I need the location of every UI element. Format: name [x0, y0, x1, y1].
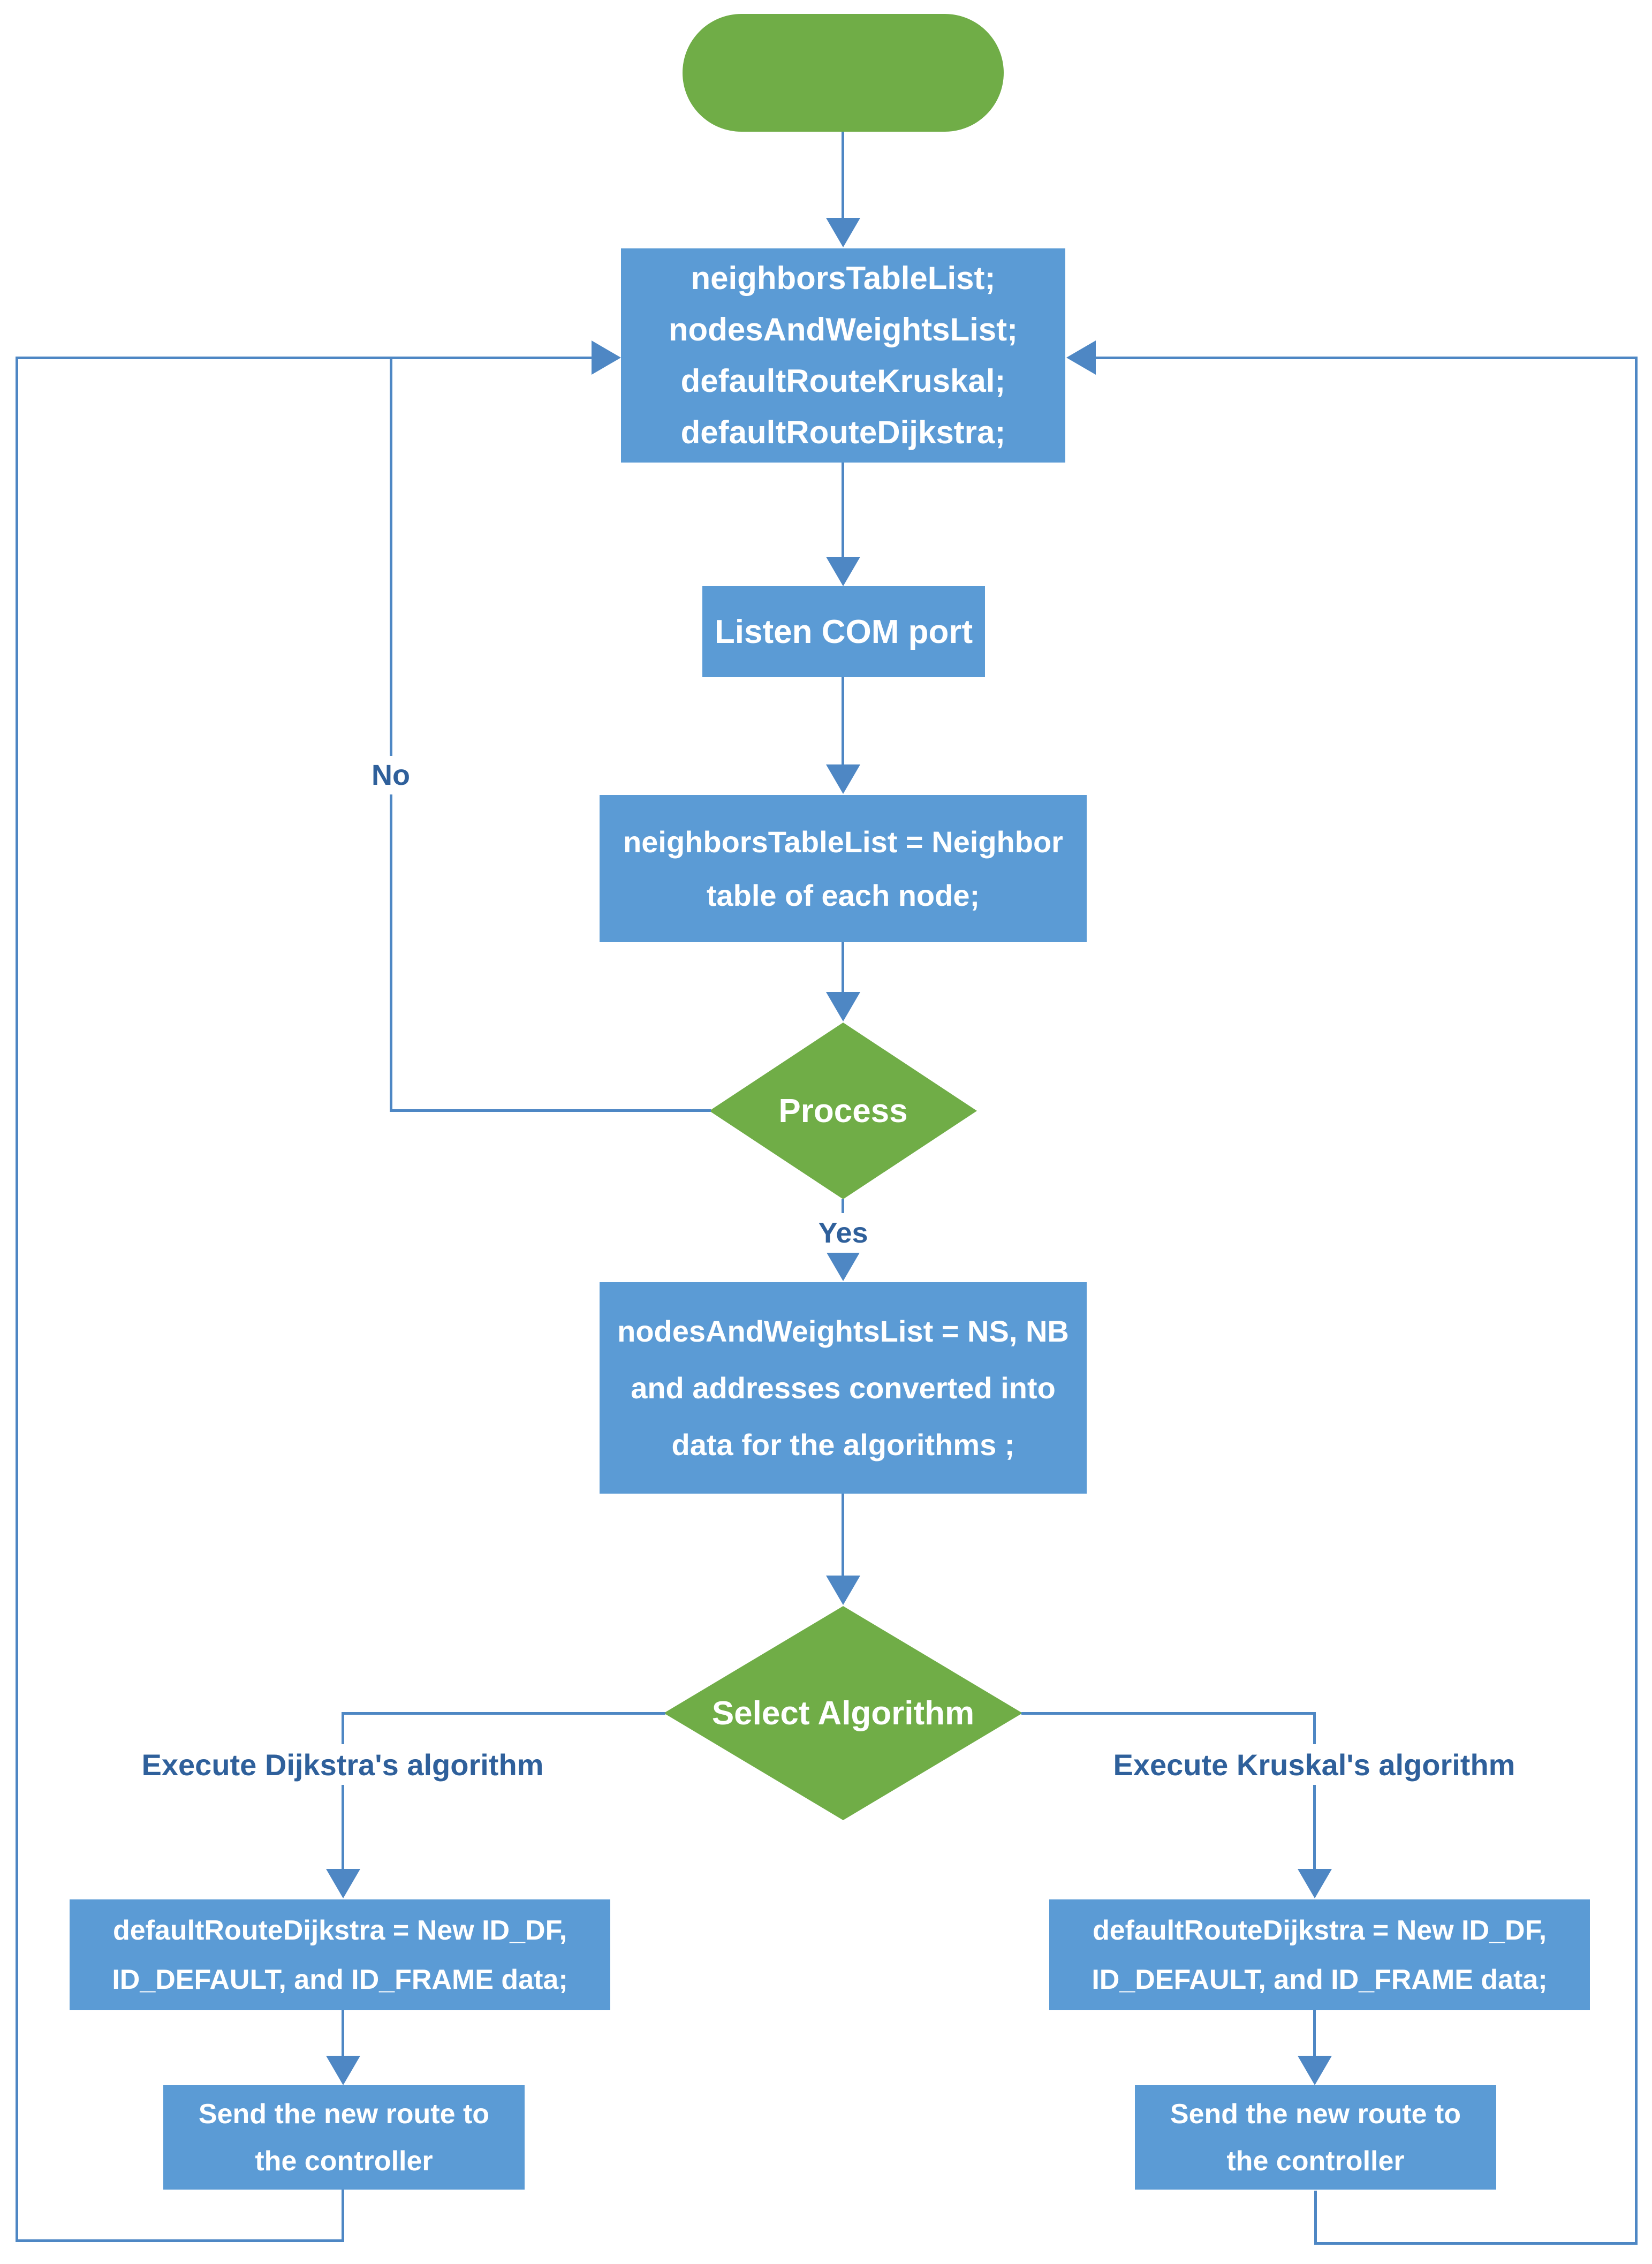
send-route-right-node: Send the new route to the controller — [1135, 2085, 1496, 2190]
kruskal-result-node: defaultRouteDijkstra = New ID_DF, ID_DEF… — [1049, 1899, 1590, 2010]
edge-listen-to-neighbors — [842, 677, 844, 767]
edge-select-left-horizontal — [342, 1712, 665, 1715]
edge-feedback-right-bottom — [1314, 2242, 1638, 2245]
arrowhead-feedback-left-into-init — [592, 340, 621, 375]
edge-feedback-right-vertical — [1635, 357, 1638, 2245]
arrowhead-into-dijkstra-box — [326, 1869, 360, 1898]
edge-kruskal-to-send — [1313, 2010, 1316, 2057]
edge-label-no: No — [343, 756, 439, 794]
edge-init-to-listen — [842, 463, 844, 559]
listen-com-port-node: Listen COM port — [702, 586, 985, 677]
edge-feedback-left-bottom — [16, 2239, 344, 2242]
arrowhead-listen-to-neighbors — [826, 764, 860, 794]
edge-label-yes: Yes — [792, 1213, 894, 1253]
edge-label-execute-kruskal: Execute Kruskal's algorithm — [1079, 1744, 1550, 1785]
edge-feedback-left-top — [16, 357, 594, 359]
nodes-and-weights-node: nodesAndWeightsList = NS, NB and address… — [600, 1282, 1087, 1494]
neighbors-table-text: neighborsTableList = Neighbor table of e… — [623, 824, 1063, 912]
arrowhead-process-to-nodesweights — [826, 1252, 860, 1281]
arrowhead-feedback-right-into-init — [1066, 340, 1096, 375]
edge-feedback-right-top — [1092, 357, 1638, 359]
edge-neighbors-to-process — [842, 942, 844, 995]
edge-label-yes-text: Yes — [818, 1217, 868, 1249]
nodes-and-weights-text: nodesAndWeightsList = NS, NB and address… — [617, 1314, 1069, 1462]
arrowhead-kruskal-to-send — [1298, 2056, 1332, 2085]
send-route-right-text: Send the new route to the controller — [1170, 2098, 1461, 2177]
edge-nodesweights-to-select — [842, 1494, 844, 1578]
edge-select-right-vertical — [1313, 1712, 1316, 1870]
init-variables-node: neighborsTableList; nodesAndWeightsList;… — [621, 248, 1065, 463]
arrowhead-neighbors-to-process — [826, 992, 860, 1021]
select-algorithm-text: Select Algorithm — [711, 1694, 975, 1732]
edge-select-right-horizontal — [1021, 1712, 1316, 1715]
edge-label-execute-kruskal-text: Execute Kruskal's algorithm — [1113, 1747, 1515, 1782]
arrowhead-start-to-init — [826, 218, 860, 247]
edge-label-execute-dijkstra-text: Execute Dijkstra's algorithm — [141, 1747, 544, 1782]
arrowhead-nodesweights-to-select — [826, 1576, 860, 1605]
edge-label-execute-dijkstra: Execute Dijkstra's algorithm — [107, 1744, 578, 1785]
edge-start-to-init — [842, 132, 844, 221]
send-route-left-text: Send the new route to the controller — [198, 2098, 490, 2177]
edge-dijkstra-to-send — [342, 2010, 344, 2057]
neighbors-table-node: neighborsTableList = Neighbor table of e… — [600, 795, 1087, 942]
edge-no-vertical — [390, 357, 392, 1112]
kruskal-result-text: defaultRouteDijkstra = New ID_DF, ID_DEF… — [1092, 1914, 1548, 1995]
dijkstra-result-text: defaultRouteDijkstra = New ID_DF, ID_DEF… — [112, 1914, 568, 1995]
edge-no-horizontal — [390, 1109, 711, 1112]
listen-com-port-text: Listen COM port — [714, 613, 973, 650]
edge-feedback-left-vertical — [16, 357, 18, 2242]
edge-send-left-exit — [342, 2190, 344, 2242]
process-decision-diamond: Process — [709, 1023, 977, 1199]
select-algorithm-diamond: Select Algorithm — [664, 1606, 1022, 1820]
process-decision-text: Process — [778, 1092, 908, 1130]
init-variables-text: neighborsTableList; nodesAndWeightsList;… — [668, 260, 1018, 450]
edge-label-no-text: No — [372, 759, 410, 791]
edge-select-left-vertical — [342, 1712, 344, 1870]
dijkstra-result-node: defaultRouteDijkstra = New ID_DF, ID_DEF… — [70, 1899, 610, 2010]
start-terminator-shape — [683, 14, 1004, 132]
arrowhead-dijkstra-to-send — [326, 2056, 360, 2085]
edge-send-right-exit — [1314, 2191, 1317, 2245]
send-route-left-node: Send the new route to the controller — [163, 2085, 525, 2190]
arrowhead-init-to-listen — [826, 557, 860, 586]
arrowhead-into-kruskal-box — [1298, 1869, 1332, 1898]
